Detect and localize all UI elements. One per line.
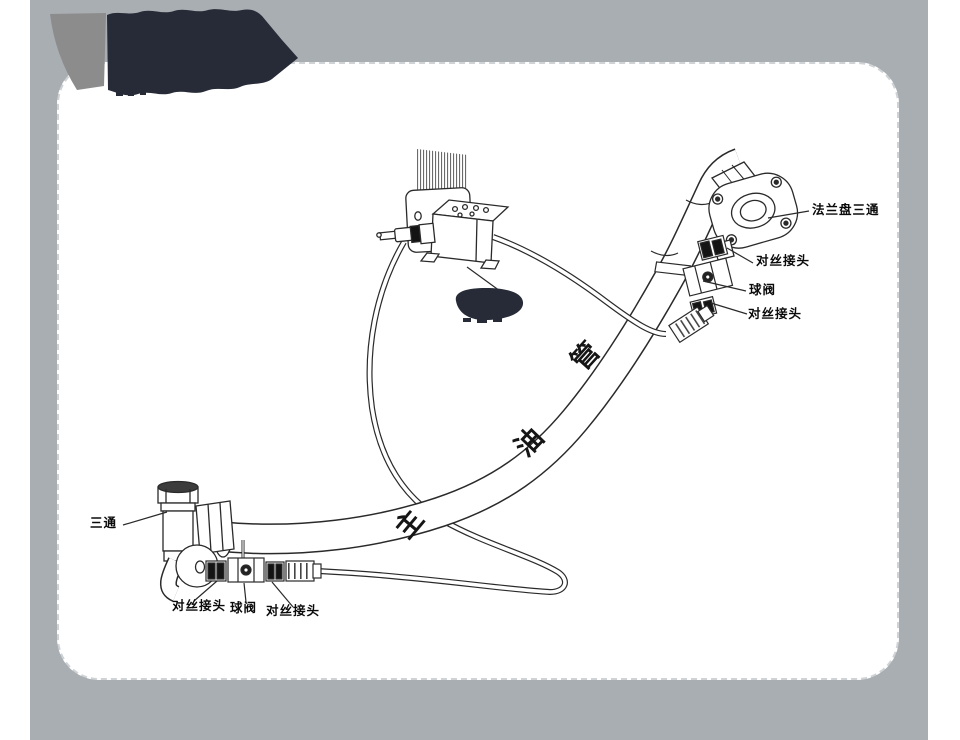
flange-tee: [708, 161, 799, 261]
label-ball-valve-right: 球阀: [749, 283, 777, 297]
label-union-right-bottom: 对丝接头: [748, 307, 803, 321]
threaded-connector-right: [668, 304, 715, 344]
redacted-title-blob: [107, 9, 298, 96]
label-tee: 三通: [90, 516, 118, 530]
leader-lines: [122, 210, 810, 608]
redacted-part-label-blob: [455, 288, 524, 321]
label-union-right-top: 对丝接头: [756, 254, 811, 268]
right-fittings: [654, 234, 734, 344]
label-union-bottom-right: 对丝接头: [266, 604, 321, 618]
label-ball-valve-bottom: 球阀: [230, 601, 258, 615]
thin-hose-left: [317, 240, 568, 596]
solenoid-valve: [376, 199, 510, 270]
fold-corner-shape: [50, 13, 106, 90]
union-fitting-bottom-left: [205, 560, 227, 582]
redacted-part-label-fragments: [463, 318, 502, 323]
thin-hose-right: [491, 234, 667, 337]
threaded-connector-bottom: [285, 560, 322, 582]
ball-valve-bottom: [227, 540, 265, 583]
label-union-bottom-left: 对丝接头: [172, 599, 227, 613]
union-fitting-bottom-right: [265, 561, 285, 582]
tee-assembly: [157, 480, 235, 602]
label-flange-tee: 法兰盘三通: [812, 203, 880, 217]
redacted-title-fragments: [116, 90, 146, 96]
bottom-pipe-parts: [205, 540, 322, 583]
union-fitting-right-top: [697, 234, 729, 261]
